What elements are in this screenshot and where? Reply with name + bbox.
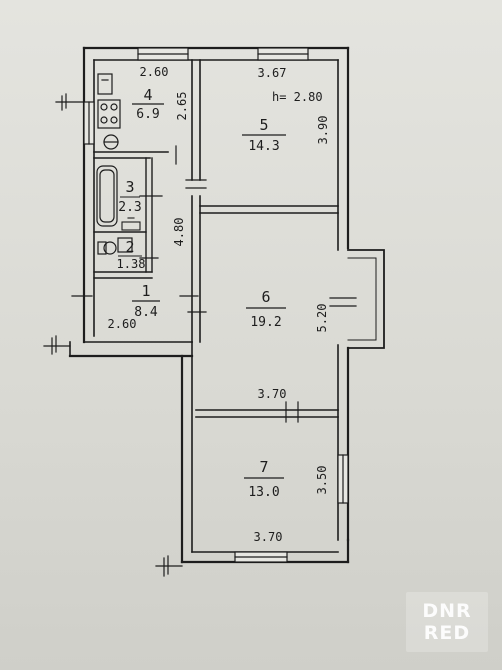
dimension-kitchen-width: 2.60 bbox=[140, 65, 169, 79]
dimension-hall-width: 2.60 bbox=[108, 317, 137, 331]
dimension-room5-width: 3.67 bbox=[258, 66, 287, 80]
dimension-room6-depth: 5.20 bbox=[315, 304, 329, 333]
watermark-line: RED bbox=[423, 622, 471, 644]
windows bbox=[83, 47, 349, 563]
room-area: 13.0 bbox=[248, 485, 279, 500]
kitchen-stove bbox=[97, 99, 121, 129]
room-number: 1 bbox=[141, 282, 150, 300]
door-marks bbox=[43, 93, 357, 577]
dimension-room5-depth: 3.90 bbox=[316, 116, 330, 145]
room-labels: 4 6.9 5 14.3 h= 2.80 3 2.3 2 1.38 1 8.4 … bbox=[117, 86, 323, 500]
kitchen-sink bbox=[97, 73, 113, 95]
watermark-logo: DNR RED bbox=[406, 592, 488, 652]
toilet bbox=[97, 237, 133, 255]
room-number: 7 bbox=[259, 458, 268, 476]
room-number: 3 bbox=[125, 178, 134, 196]
bathtub bbox=[96, 165, 118, 227]
room-number: 6 bbox=[261, 288, 270, 306]
dimension-corridor-depth: 4.80 bbox=[172, 218, 186, 247]
dimension-labels: 2.60 2.65 3.67 3.90 4.80 2.60 5.20 3.70 … bbox=[108, 65, 330, 544]
room-number: 4 bbox=[143, 86, 152, 104]
room-area: 2.3 bbox=[118, 200, 141, 215]
dimension-kitchen-depth: 2.65 bbox=[175, 92, 189, 121]
room-number: 2 bbox=[125, 238, 134, 256]
balcony bbox=[347, 249, 385, 349]
room-area: 8.4 bbox=[134, 305, 158, 320]
room-area: 6.9 bbox=[136, 107, 159, 122]
room-number: 5 bbox=[259, 116, 268, 134]
room-area: 19.2 bbox=[250, 315, 281, 330]
dimension-room7-depth: 3.50 bbox=[315, 466, 329, 495]
dimension-room7-width: 3.70 bbox=[254, 530, 283, 544]
watermark-line: DNR bbox=[422, 600, 472, 622]
room-area: 14.3 bbox=[248, 139, 279, 154]
outer-walls bbox=[68, 46, 350, 564]
bathroom-sink bbox=[121, 217, 141, 231]
gas-heater bbox=[103, 134, 119, 150]
dimension-room6-width: 3.70 bbox=[258, 387, 287, 401]
interior-walls bbox=[93, 59, 339, 418]
room-area: 1.38 bbox=[117, 257, 146, 271]
ceiling-height: h= 2.80 bbox=[272, 90, 323, 104]
